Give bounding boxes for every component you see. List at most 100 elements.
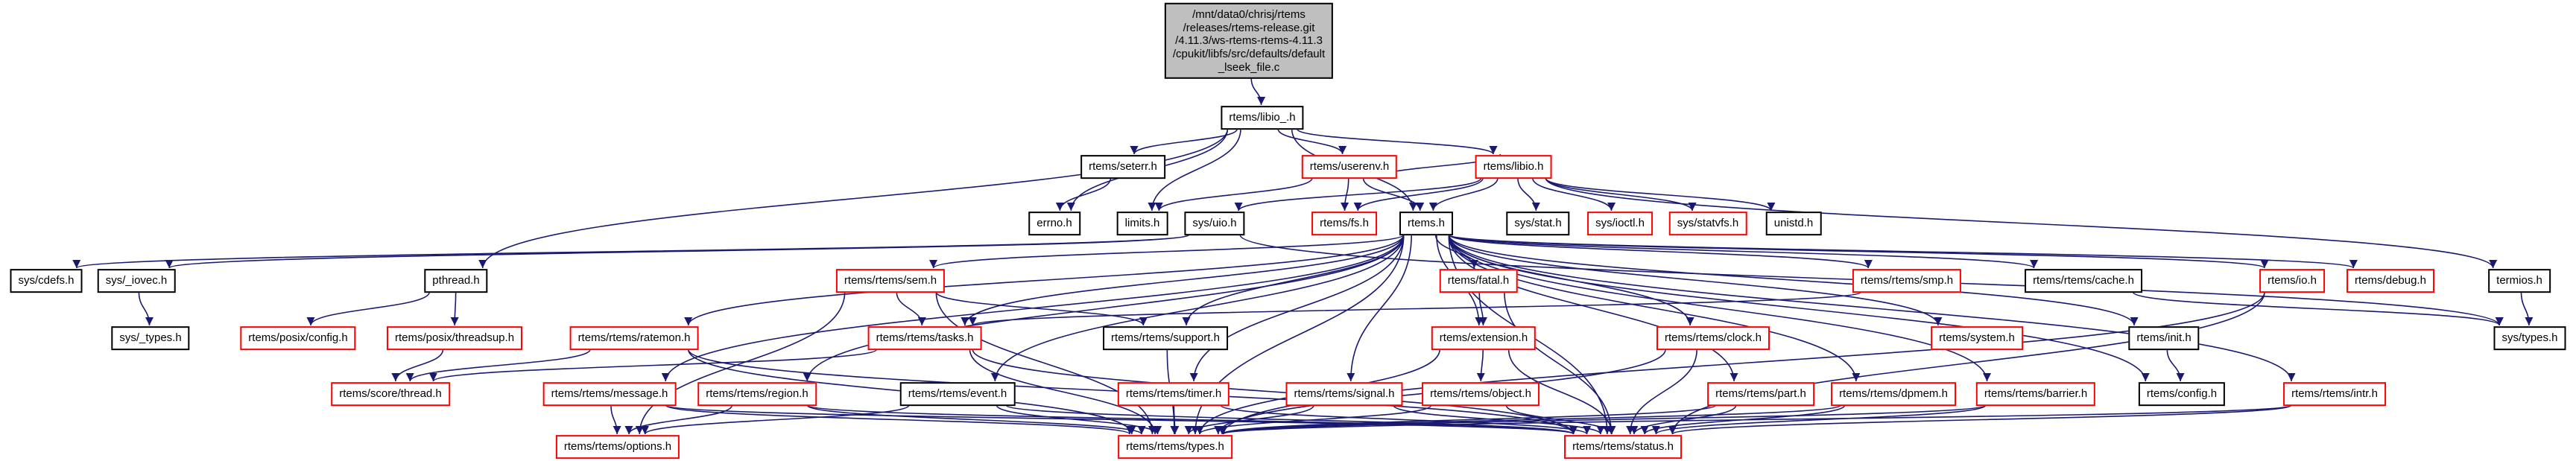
include-edge-rtems-barrier: [1448, 234, 1992, 382]
graph-node-event[interactable]: rtems/rtems/event.h: [899, 382, 1016, 406]
graph-node-part[interactable]: rtems/rtems/part.h: [1707, 382, 1814, 406]
include-edge-libio-statvfs: [1545, 177, 1697, 212]
graph-node-message[interactable]: rtems/rtems/message.h: [542, 382, 677, 406]
include-edge-rtems-support: [1182, 234, 1405, 326]
graph-node-systypes[interactable]: sys/types.h: [2493, 326, 2566, 350]
graph-node-sem[interactable]: rtems/rtems/sem.h: [835, 269, 946, 293]
graph-root-node-line: /releases/rtems-release.git: [1183, 21, 1315, 34]
graph-node-config[interactable]: rtems/config.h: [2138, 382, 2226, 406]
graph-node-options[interactable]: rtems/rtems/options.h: [555, 435, 680, 459]
graph-node-dpmem[interactable]: rtems/rtems/dpmem.h: [1831, 382, 1956, 406]
include-edge-userenv-fs: [1340, 177, 1349, 212]
graph-node-debug[interactable]: rtems/debug.h: [2346, 269, 2434, 293]
include-edge-libio-termios: [1545, 177, 2498, 269]
include-edge-rtems-sem: [929, 234, 1405, 269]
graph-node-iovec[interactable]: sys/_iovec.h: [97, 269, 176, 293]
include-edge-libio_-seterr: [1130, 128, 1238, 155]
graph-node-seterr[interactable]: rtems/seterr.h: [1080, 155, 1165, 179]
graph-node-rtems[interactable]: rtems.h: [1399, 212, 1454, 235]
graph-node-libio_[interactable]: rtems/libio_.h: [1221, 106, 1304, 130]
graph-node-barrier[interactable]: rtems/rtems/barrier.h: [1975, 382, 2096, 406]
graph-node-cdefs[interactable]: sys/cdefs.h: [10, 269, 83, 293]
graph-node-timer[interactable]: rtems/rtems/timer.h: [1117, 382, 1230, 406]
graph-node-ratemon[interactable]: rtems/rtems/ratemon.h: [569, 326, 699, 350]
include-edge-rtems-system: [1448, 234, 1943, 326]
include-edge-region-rtypes: [806, 404, 1146, 435]
include-edge-seterr-errno: [1055, 177, 1112, 212]
include-edge-rtems-timer: [1189, 234, 1405, 382]
include-edge-fatal-status: [1504, 291, 1616, 435]
graph-node-support[interactable]: rtems/rtems/support.h: [1103, 326, 1228, 350]
include-edge-iovec-_types: [138, 291, 154, 326]
graph-node-errno[interactable]: errno.h: [1028, 212, 1080, 235]
include-edge-libio-rtems: [1428, 177, 1499, 212]
include-edge-rtems-event: [990, 234, 1405, 382]
include-edge-rtems-init: [1448, 234, 2139, 326]
include-edge-root-libio_: [1250, 77, 1266, 106]
graph-root-node-line: /mnt/data0/chrisj/rtems: [1192, 7, 1306, 21]
include-edge-part-status: [1630, 404, 1737, 435]
include-edge-io-rtypes: [1219, 291, 2265, 435]
graph-node-termios[interactable]: termios.h: [2488, 269, 2551, 293]
include-edge-libio-unistd: [1545, 177, 1776, 212]
include-edge-pthread-pconfig: [306, 291, 431, 326]
graph-node-tasks[interactable]: rtems/rtems/tasks.h: [867, 326, 982, 350]
graph-node-sthread[interactable]: rtems/score/thread.h: [331, 382, 450, 406]
graph-node-init[interactable]: rtems/init.h: [2128, 326, 2200, 350]
include-edge-rtems-region: [803, 234, 1405, 382]
include-edge-rtems-intr: [1448, 234, 2296, 382]
include-edge-sem-tasks: [896, 291, 926, 326]
graph-node-fatal[interactable]: rtems/fatal.h: [1439, 269, 1518, 293]
include-edge-libio-stat: [1517, 177, 1540, 212]
graph-node-extension[interactable]: rtems/extension.h: [1431, 326, 1537, 350]
graph-node-region[interactable]: rtems/rtems/region.h: [697, 382, 817, 406]
include-edge-intr-rtypes: [1219, 404, 2292, 435]
graph-node-system[interactable]: rtems/system.h: [1931, 326, 2023, 350]
include-edge-object-status: [1505, 404, 1616, 435]
graph-node-pthread[interactable]: pthread.h: [424, 269, 488, 293]
graph-node-libio[interactable]: rtems/libio.h: [1475, 155, 1552, 179]
graph-node-smp[interactable]: rtems/rtems/smp.h: [1852, 269, 1962, 293]
graph-node-object[interactable]: rtems/rtems/object.h: [1422, 382, 1539, 406]
graph-node-cache[interactable]: rtems/rtems/cache.h: [2025, 269, 2142, 293]
include-edge-libio-uio: [1234, 177, 1482, 212]
include-edge-libio_-pthread: [478, 128, 1229, 269]
graph-node-clock[interactable]: rtems/rtems/clock.h: [1656, 326, 1770, 350]
include-edge-libio_-userenv: [1277, 128, 1347, 155]
graph-node-unistd[interactable]: unistd.h: [1765, 212, 1822, 235]
include-edge-sem-support: [935, 291, 1148, 326]
include-edge-rtems-tasks: [961, 234, 1405, 326]
graph-node-pconfig[interactable]: rtems/posix/config.h: [240, 326, 356, 350]
graph-node-intr[interactable]: rtems/rtems/intr.h: [2283, 382, 2386, 406]
graph-root-node-line: /cpukit/libfs/src/defaults/default: [1172, 47, 1326, 60]
include-edge-libio-fs: [1353, 177, 1484, 212]
graph-node-signal[interactable]: rtems/rtems/signal.h: [1285, 382, 1403, 406]
include-edge-region-options: [624, 404, 733, 435]
include-edge-intr-status: [1668, 404, 2292, 435]
graph-node-_types[interactable]: sys/_types.h: [111, 326, 190, 350]
graph-node-statvfs[interactable]: sys/statvfs.h: [1668, 212, 1747, 235]
graph-node-uio[interactable]: sys/uio.h: [1184, 212, 1245, 235]
graph-node-rtypes[interactable]: rtems/rtems/types.h: [1118, 435, 1232, 459]
graph-node-userenv[interactable]: rtems/userenv.h: [1301, 155, 1398, 179]
include-edge-signal-rtypes: [1184, 404, 1314, 435]
include-edge-threadsup-sthread: [391, 349, 444, 382]
include-edge-rtems-debug: [1448, 234, 2358, 269]
include-edge-libio-ioctl: [1531, 177, 1616, 212]
graph-node-threadsup[interactable]: rtems/posix/threadsup.h: [386, 326, 523, 350]
graph-node-fs[interactable]: rtems/fs.h: [1311, 212, 1377, 235]
graph-node-stat[interactable]: sys/stat.h: [1506, 212, 1570, 235]
include-edge-rtems-signal: [1346, 234, 1412, 382]
include-edge-event-options: [641, 404, 910, 435]
include-edge-timer-status: [1220, 404, 1592, 435]
graph-node-limits[interactable]: limits.h: [1116, 212, 1168, 235]
graph-node-status[interactable]: rtems/rtems/status.h: [1564, 435, 1682, 459]
include-edge-region-status: [806, 404, 1577, 435]
include-edge-tasks-sthread: [429, 349, 878, 382]
graph-node-io[interactable]: rtems/io.h: [2259, 269, 2325, 293]
include-edge-object-rtypes: [1195, 404, 1432, 435]
include-edge-message-options: [610, 404, 621, 435]
graph-node-ioctl[interactable]: sys/ioctl.h: [1587, 212, 1653, 235]
include-edge-smp-tasks: [969, 291, 1862, 326]
